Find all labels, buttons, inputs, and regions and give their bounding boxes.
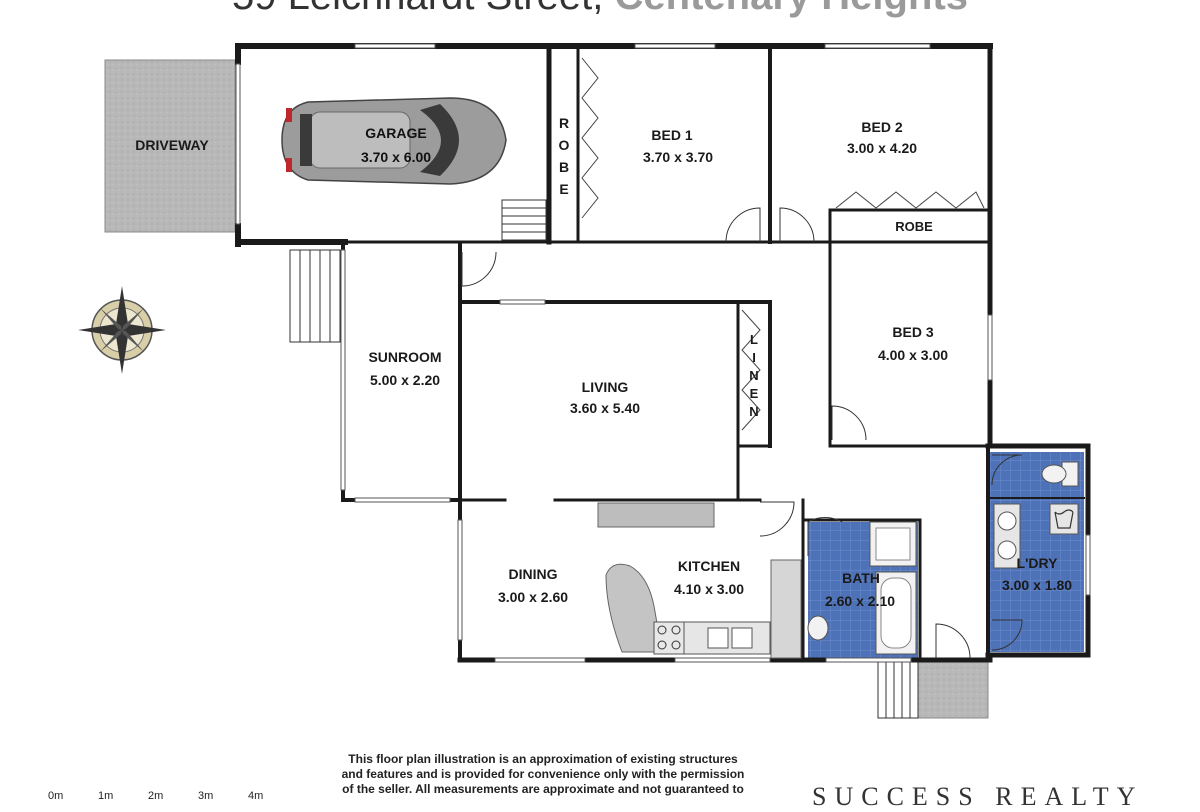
sunroom-label: SUNROOM xyxy=(368,349,441,365)
kitchen-label: KITCHEN xyxy=(678,558,740,574)
back-stairs xyxy=(877,661,919,719)
dining-size: 3.00 x 2.60 xyxy=(498,589,568,605)
laundry-size: 3.00 x 1.80 xyxy=(1002,577,1072,593)
robe-bifold-doors xyxy=(581,57,985,431)
page-title: 59 Leichhardt Street, Centenary Heights xyxy=(0,0,1200,19)
bath-label: BATH xyxy=(842,570,880,586)
bed3-size: 4.00 x 3.00 xyxy=(878,347,948,363)
linen-letter-3: N xyxy=(749,368,758,383)
disclaimer-line-2: and features and is provided for conveni… xyxy=(341,767,745,781)
bed1-size: 3.70 x 3.70 xyxy=(643,149,713,165)
stove-icon xyxy=(653,621,685,655)
shower-icon xyxy=(869,521,917,567)
robe2-label: ROBE xyxy=(895,219,933,234)
title-street: 59 Leichhardt Street, xyxy=(232,0,603,18)
robe1-letter-1: R xyxy=(559,115,569,131)
washing-symbol-icon xyxy=(1049,503,1079,535)
laundry-tubs-icon xyxy=(993,503,1021,569)
car-icon xyxy=(281,97,507,185)
driveway-label: DRIVEWAY xyxy=(135,137,209,153)
sunroom-size: 5.00 x 2.20 xyxy=(370,372,440,388)
garage-stairs xyxy=(501,199,547,241)
disclaimer-line-1: This floor plan illustration is an appro… xyxy=(348,752,738,766)
kitchen-cabinet xyxy=(770,559,802,659)
linen-letter-5: N xyxy=(749,404,758,419)
toilet-icon xyxy=(1041,461,1079,487)
scale-label-1: 1m xyxy=(98,790,114,802)
basin-icon xyxy=(807,615,829,641)
scale-label-2: 2m xyxy=(148,790,164,802)
sink-icon xyxy=(707,627,753,649)
back-landing xyxy=(917,661,989,719)
linen-letter-2: I xyxy=(752,350,756,365)
kitchen-bench xyxy=(597,502,715,528)
scale-label-0: 0m xyxy=(48,790,64,802)
laundry-label: L'DRY xyxy=(1017,555,1059,571)
robe1-letter-2: O xyxy=(559,137,570,153)
garage-size: 3.70 x 6.00 xyxy=(361,149,431,165)
door-swings xyxy=(461,207,1023,659)
bathtub-icon xyxy=(875,571,917,655)
driveway-area xyxy=(104,59,236,233)
linen-letter-4: E xyxy=(750,386,759,401)
garage-label: GARAGE xyxy=(365,125,426,141)
robe1-letter-4: E xyxy=(559,181,568,197)
scale-label-4: 4m xyxy=(248,790,264,802)
kitchen-size: 4.10 x 3.00 xyxy=(674,581,744,597)
bed3-label: BED 3 xyxy=(892,324,933,340)
living-size: 3.60 x 5.40 xyxy=(570,400,640,416)
robe1-letter-3: B xyxy=(559,159,569,175)
living-label: LIVING xyxy=(582,379,629,395)
side-stairs xyxy=(289,249,341,343)
bath-size: 2.60 x 2.10 xyxy=(825,593,895,609)
bed2-label: BED 2 xyxy=(861,119,902,135)
title-suburb: Centenary Heights xyxy=(615,0,968,18)
scale-label-3: 3m xyxy=(198,790,214,802)
compass-rose-icon xyxy=(78,286,166,374)
kitchen-island xyxy=(605,563,663,653)
disclaimer-line-3: of the seller. All measurements are appr… xyxy=(342,782,744,796)
bed2-size: 3.00 x 4.20 xyxy=(847,140,917,156)
brand-logo: SUCCESS REALTY xyxy=(812,782,1144,811)
dining-label: DINING xyxy=(509,566,558,582)
disclaimer: This floor plan illustration is an appro… xyxy=(300,752,786,797)
windows xyxy=(235,43,1091,663)
linen-letter-1: L xyxy=(750,332,758,347)
bed1-label: BED 1 xyxy=(651,127,692,143)
